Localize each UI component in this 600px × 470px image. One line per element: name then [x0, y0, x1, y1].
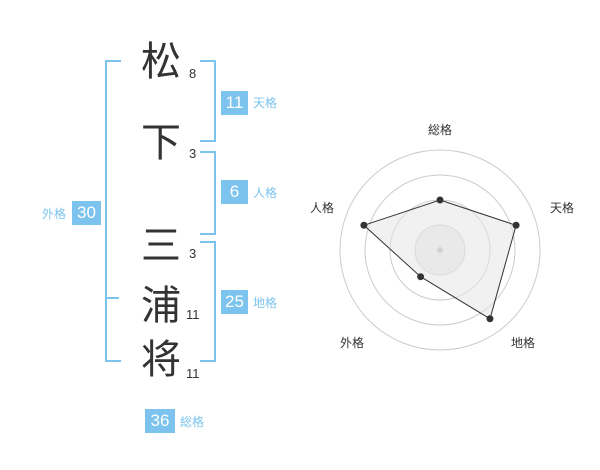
radar-series-polygon: [362, 199, 517, 320]
radar-ring-3: [364, 174, 516, 326]
radar-axis-label-tenkaku: 天格: [550, 201, 575, 215]
radar-chart: [339, 149, 541, 351]
chikaku-value: 25: [221, 290, 248, 314]
name-char-5: 将: [141, 337, 181, 383]
jinkaku-bracket: [200, 151, 216, 235]
stroke-count-3: 3: [189, 246, 197, 261]
chikaku-bracket: [200, 241, 216, 362]
gaikaku-value: 30: [72, 201, 101, 225]
soukaku-label: 総格: [180, 415, 205, 429]
stroke-count-2: 3: [189, 146, 197, 161]
gaikaku-label: 外格: [42, 207, 67, 221]
radar-axis-label-chikaku: 地格: [511, 336, 536, 350]
radar-point-4: [417, 273, 425, 281]
radar-point-5: [360, 221, 368, 229]
radar-point-1: [436, 196, 444, 204]
stroke-count-4: 11: [186, 307, 200, 322]
radar-ring-4: [339, 149, 541, 351]
jinkaku-value: 6: [221, 180, 248, 204]
stroke-count-1: 8: [189, 66, 197, 81]
name-char-2: 下: [141, 120, 181, 166]
gaikaku-bracket: [105, 60, 121, 362]
chikaku-label: 地格: [253, 296, 278, 310]
name-char-1: 松: [141, 39, 181, 85]
radar-axis-label-jinkaku: 人格: [310, 201, 335, 215]
tenkaku-bracket: [200, 60, 216, 142]
gaikaku-bracket-tick: [105, 297, 119, 299]
radar-axis-label-gaikaku: 外格: [340, 336, 365, 350]
tenkaku-value: 11: [221, 91, 248, 115]
radar-point-3: [486, 315, 494, 323]
soukaku-value: 36: [145, 409, 175, 433]
jinkaku-label: 人格: [253, 186, 278, 200]
tenkaku-label: 天格: [253, 96, 278, 110]
name-char-4: 浦: [141, 283, 181, 329]
name-char-3: 三: [141, 223, 181, 269]
radar-point-2: [512, 221, 520, 229]
radar-axis-label-soukaku: 総格: [428, 123, 453, 137]
stroke-count-5: 11: [186, 366, 200, 381]
